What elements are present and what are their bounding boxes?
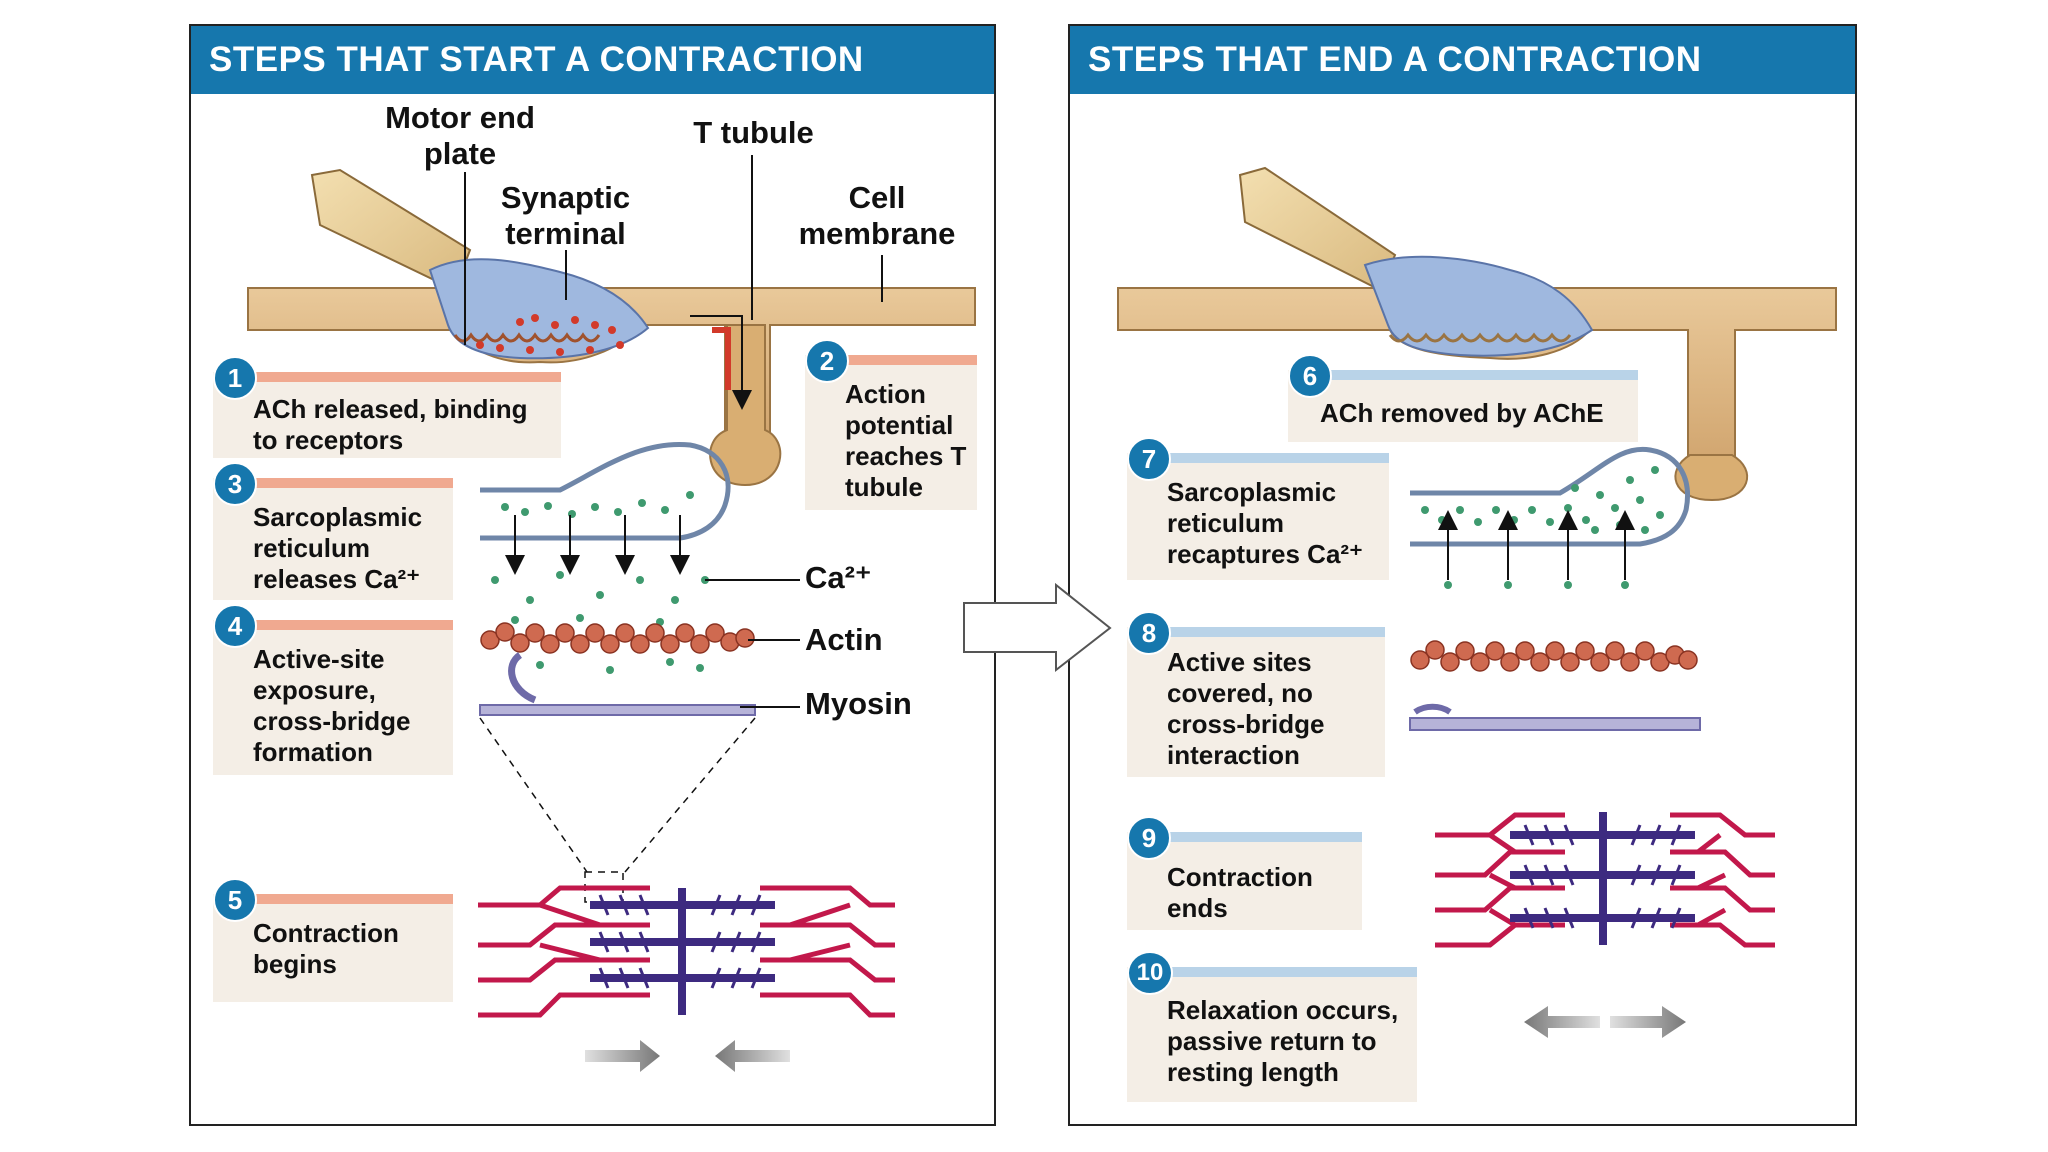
step-8: 8 Active sites covered, no cross-bridge …: [1127, 611, 1385, 777]
left-leader-lines: [464, 155, 883, 708]
step-text: Relaxation occurs, passive return to res…: [1167, 995, 1399, 1087]
calcium-label: Ca²⁺: [805, 560, 872, 595]
step-6: 6 ACh removed by AChE: [1288, 354, 1638, 442]
step-4: 4 Active-site exposure, cross-bridge for…: [213, 604, 453, 775]
step-text: Active sites covered, no cross-bridge in…: [1167, 647, 1325, 770]
step-number: 2: [805, 339, 849, 383]
right-sr-calcium: [1421, 466, 1664, 534]
step-number: 7: [1127, 437, 1171, 481]
right-myosin-filament: [1409, 703, 1701, 731]
step-text: Sarcoplasmic reticulum recaptures Ca²⁺: [1167, 477, 1363, 569]
step-number: 6: [1288, 354, 1332, 398]
right-nmj: [1117, 166, 1837, 731]
left-junctional-folds: [453, 332, 601, 343]
step-3: 3 Sarcoplasmic reticulum releases Ca²⁺: [213, 462, 453, 600]
left-cytosol-calcium: [491, 571, 709, 674]
step-7: 7 Sarcoplasmic reticulum recaptures Ca²⁺: [1127, 437, 1389, 580]
step-2: 2 Action potential reaches T tubule: [805, 339, 977, 510]
myosin-label: Myosin: [805, 686, 912, 721]
left-sarcomere: [478, 885, 895, 1018]
right-synaptic-terminal: [1363, 255, 1594, 357]
step-number: 10: [1127, 951, 1173, 995]
step-10: 10 Relaxation occurs, passive return to …: [1127, 951, 1417, 1102]
calcium-recapture-arrows: [1438, 510, 1635, 580]
left-synaptic-terminal: [428, 258, 650, 360]
step-number: 3: [213, 462, 257, 506]
step-1: 1 ACh released, binding to receptors: [213, 356, 561, 458]
right-sarcoplasmic-reticulum: [1410, 446, 1690, 547]
right-t-tubule-bulb: [1674, 454, 1749, 502]
step-5: 5 Contraction begins: [213, 878, 453, 1002]
action-potential-marker: [712, 327, 731, 390]
right-junctional-folds: [1388, 332, 1572, 343]
step-number: 1: [213, 356, 257, 400]
contraction-arrows: [585, 1040, 790, 1072]
synaptic-terminal-label: Synaptic terminal: [500, 180, 631, 251]
action-potential-arrow: [690, 315, 752, 410]
motor-end-plate-label: Motor end plate: [385, 100, 535, 171]
step-text: Active-site exposure, cross-bridge forma…: [253, 644, 411, 767]
transition-arrow: [963, 582, 1112, 673]
zoom-dashed-lines: [479, 717, 756, 903]
step-number: 8: [1127, 611, 1171, 655]
step-text: Action potential reaches T tubule: [845, 379, 967, 502]
left-sarcoplasmic-reticulum: [480, 441, 731, 541]
right-cytosol-calcium: [1444, 581, 1629, 589]
cell-membrane-label: Cell membrane: [798, 180, 956, 251]
step-text: Contraction ends: [1167, 862, 1313, 923]
step-text: ACh removed by AChE: [1320, 398, 1604, 428]
right-actin-filament: [1410, 640, 1698, 672]
left-ach-vesicles: [476, 314, 624, 356]
right-sarcomere: [1435, 812, 1775, 948]
left-sr-calcium: [501, 491, 694, 518]
step-text: Contraction begins: [253, 918, 399, 979]
step-text: ACh released, binding to receptors: [253, 394, 528, 455]
left-myosin-filament: [479, 652, 756, 716]
calcium-release-arrows: [505, 515, 690, 575]
left-actin-filament: [480, 622, 755, 654]
end-contraction-title: STEPS THAT END A CONTRACTION: [1070, 26, 1855, 94]
t-tubule-label: T tubule: [693, 115, 814, 150]
step-text: Sarcoplasmic reticulum releases Ca²⁺: [253, 502, 423, 594]
relaxation-arrows: [1524, 1006, 1686, 1038]
step-9: 9 Contraction ends: [1127, 816, 1362, 930]
step-number: 9: [1127, 816, 1171, 860]
step-number: 4: [213, 604, 257, 648]
actin-label: Actin: [805, 622, 883, 657]
start-contraction-title: STEPS THAT START A CONTRACTION: [191, 26, 994, 94]
step-number: 5: [213, 878, 257, 922]
left-nmj: [247, 155, 976, 903]
